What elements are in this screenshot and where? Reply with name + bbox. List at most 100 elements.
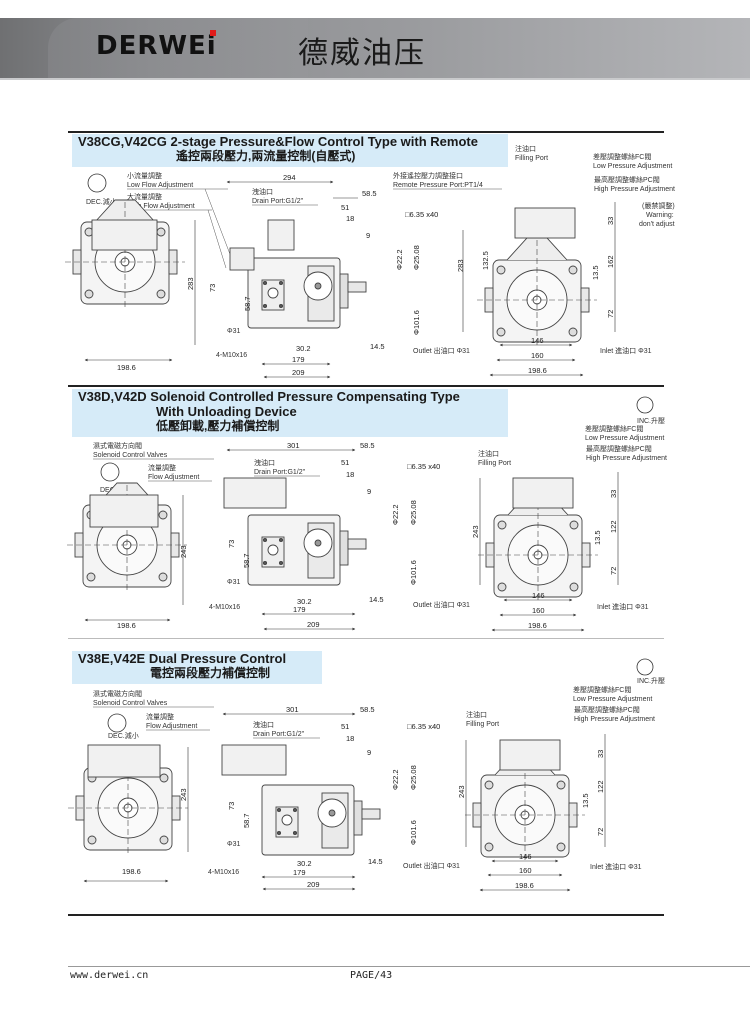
brand-name: DERWEi	[96, 31, 217, 61]
dimension-label: 243	[179, 788, 188, 801]
callout-label: High Pressure Adjustment	[574, 716, 655, 723]
callout-label: Low Pressure Adjustment	[585, 435, 664, 442]
rotation-arrow-icon	[87, 173, 107, 193]
dimension-label: 72	[596, 828, 605, 836]
dimension-label: 58.7	[242, 813, 251, 828]
callout-label: High Flow Adjustment	[127, 203, 195, 210]
dimension-label: 209	[292, 368, 305, 377]
dimension-label: Φ101.6	[412, 310, 421, 335]
callout-label: Filling Port	[515, 155, 548, 162]
dimension-label: 33	[606, 217, 615, 225]
callout-label: 差壓調整螺絲FC閥	[573, 685, 631, 694]
dimension-label: 72	[609, 567, 618, 575]
callout-label: Remote Pressure Port:PT1/4	[393, 182, 483, 189]
callout-label: 小流量調整	[127, 171, 162, 180]
callout-label: 4-M10x16	[216, 352, 247, 359]
dimension-label: 243	[471, 525, 480, 538]
section-1-drawings: DEC.減小 小流量調整 Low Flow Adjustment 大流量調整 H…	[64, 144, 675, 379]
pump-side-end-view	[64, 199, 186, 308]
callout-label: Low Pressure Adjustment	[573, 696, 652, 703]
callout-label: 注油口	[466, 710, 487, 719]
dimension-label: Φ22.2	[395, 249, 404, 270]
pump-front-view	[247, 257, 367, 329]
dimension-label: 294	[283, 173, 296, 182]
callout-label: Drain Port:G1/2"	[254, 469, 306, 476]
dimension-label: Φ25.08	[409, 500, 418, 525]
section-divider	[68, 131, 664, 133]
callout-label: 注油口	[515, 144, 536, 153]
section-3-drawings: 濕式電磁方向閥 Solenoid Control Valves DEC.減小 流…	[67, 658, 665, 892]
dimension-label: 9	[367, 487, 371, 496]
callout-label: 注油口	[478, 449, 499, 458]
brand-red-dot-icon	[209, 30, 216, 36]
section-2-drawings: 濕式電磁方向閥 Solenoid Control Valves DEC.減小 流…	[66, 396, 667, 632]
dimension-label: 198.6	[117, 621, 136, 630]
dimension-label: 132.5	[481, 251, 490, 270]
section-title-en: V38CG,V42CG 2-stage Pressure&Flow Contro…	[78, 134, 478, 149]
callout-label: Solenoid Control Valves	[93, 452, 168, 459]
dimension-label: 198.6	[122, 867, 141, 876]
dimension-label: 13.5	[591, 265, 600, 280]
dimension-label: 146	[519, 852, 532, 861]
callout-label: Drain Port:G1/2"	[253, 731, 305, 738]
dimension-label: Φ101.6	[409, 560, 418, 585]
callout-label: Filling Port	[466, 721, 499, 728]
dimension-label: 198.6	[528, 366, 547, 375]
callout-label: High Pressure Adjustment	[586, 455, 667, 462]
rotation-arrow-icon	[107, 713, 127, 733]
dimension-label: 73	[208, 284, 217, 292]
dimension-label: 18	[346, 470, 354, 479]
dimension-label: Φ22.2	[391, 769, 400, 790]
footer-website-link[interactable]: www.derwei.cn	[70, 970, 149, 981]
brand-logo: DERWEi	[96, 30, 217, 61]
dimension-label: 301	[287, 441, 300, 450]
dimension-label: 58.5	[360, 705, 375, 714]
dimension-label: 179	[293, 868, 306, 877]
rotation-label: DEC.減小	[108, 731, 139, 740]
callout-label: Low Pressure Adjustment	[593, 163, 672, 170]
rotation-arrow-icon	[100, 462, 120, 482]
dimension-label: 30.2	[297, 597, 312, 606]
rotation-arrow-icon	[636, 396, 654, 414]
dimension-label: 58.7	[242, 553, 251, 568]
pump-front-view	[261, 784, 381, 856]
footer-page-number: PAGE/43	[350, 970, 393, 981]
callout-label: High Pressure Adjustment	[594, 186, 675, 193]
dimension-label: 283	[456, 259, 465, 272]
warning-label: don't adjust	[639, 221, 675, 228]
callout-label: Inlet 進油口 Φ31	[597, 602, 649, 611]
warning-label: Warning:	[646, 212, 674, 219]
section-title-cn: 遙控兩段壓力,兩流量控制(自壓式)	[176, 149, 356, 163]
dimension-label: 198.6	[515, 881, 534, 890]
pump-front-view	[247, 514, 367, 586]
callout-label: 最高壓調整螺絲PC閥	[574, 705, 640, 714]
dimension-label: 58.5	[362, 189, 377, 198]
section-title-2: V38D,V42D Solenoid Controlled Pressure C…	[72, 389, 508, 437]
dimension-label: 73	[227, 802, 236, 810]
dimension-label: Φ25.08	[409, 765, 418, 790]
dimension-label: 13.5	[593, 530, 602, 545]
callout-label: 最高壓調整螺絲PC閥	[594, 175, 660, 184]
callout-label: Outlet 出油口 Φ31	[403, 861, 460, 870]
dimension-label: 198.6	[528, 621, 547, 630]
solenoid-valve	[87, 744, 161, 778]
dimension-label: 33	[609, 490, 618, 498]
dimension-label: 18	[346, 214, 354, 223]
rotation-label: INC.升壓	[637, 676, 665, 685]
dimension-label: 58.5	[360, 441, 375, 450]
dimension-label: 18	[346, 734, 354, 743]
banner-swoosh	[48, 18, 308, 78]
callout-label: 差壓調整螺絲FC閥	[585, 424, 643, 433]
callout-label: 4-M10x16	[208, 869, 239, 876]
callout-label: Inlet 進油口 Φ31	[600, 346, 652, 355]
dimension-label: 209	[307, 880, 320, 889]
dimension-label: 51	[341, 458, 349, 467]
section-divider	[68, 385, 664, 387]
dimension-label: □6.35 x40	[407, 462, 440, 471]
callout-label: 洩油口	[254, 458, 275, 467]
valve-block	[91, 219, 158, 251]
callout-label: 流量調整	[148, 463, 176, 472]
dimension-label: 243	[179, 545, 188, 558]
dimension-label: 160	[532, 606, 545, 615]
dimension-label: 51	[341, 203, 349, 212]
